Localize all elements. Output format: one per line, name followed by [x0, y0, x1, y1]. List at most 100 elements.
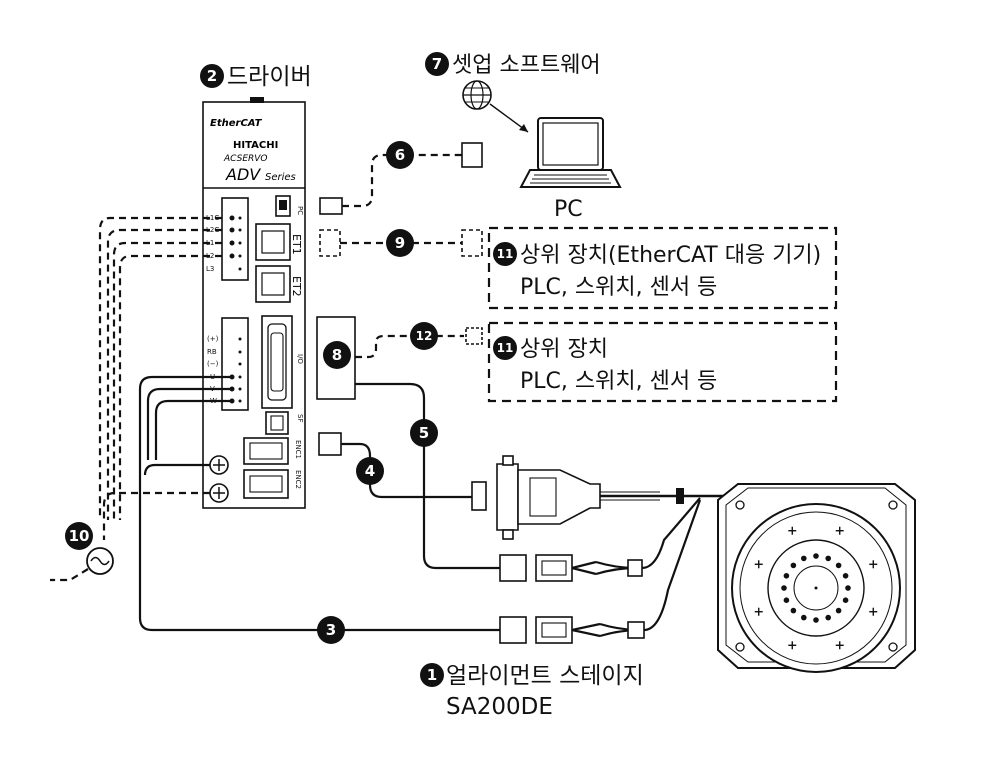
io-link: 12 [355, 322, 483, 359]
badge-11-io [493, 336, 517, 360]
enc1-port-label: ENC1 [294, 440, 302, 459]
stage-name-label: 얼라이먼트 스테이지 [446, 663, 644, 689]
setup-software-label: 셋업 소프트웨어 [452, 53, 601, 78]
usb-plug [319, 197, 343, 215]
mount-hole [801, 614, 807, 621]
pc-label: PC [554, 197, 583, 222]
badge-10 [65, 522, 93, 550]
mount-hole [790, 607, 797, 614]
mount-hole [790, 562, 797, 569]
host-io-subtitle: PLC, 스위치, 센서 등 [520, 369, 717, 394]
et-plug-left [319, 229, 341, 257]
laptop-icon [519, 117, 622, 188]
table-marks [754, 526, 878, 650]
badge-2 [200, 64, 224, 88]
et1-port [255, 223, 291, 261]
globe-icon [462, 80, 492, 110]
badge-9-number: 9 [395, 234, 405, 252]
power-wiring: 10 [50, 216, 222, 582]
stage-model-label: SA200DE [446, 694, 553, 720]
badge-8-number: 8 [332, 346, 342, 364]
mount-hole [813, 617, 819, 623]
io-connector-box [499, 554, 527, 582]
host-io-box: 11 상위 장치 PLC, 스위치, 센서 등 [487, 321, 838, 403]
io-port [261, 315, 293, 409]
host-ethercat-title: 상위 장치(EtherCAT 대응 기기) [520, 243, 821, 268]
terminal-label: L2C [206, 226, 219, 234]
ethercat-link: 9 [319, 229, 483, 257]
mount-hole [835, 562, 842, 569]
mount-hole [842, 573, 849, 579]
et2-label: ET2 [290, 276, 303, 297]
io-plug-right [465, 327, 483, 345]
motor-cable: 3 [138, 375, 702, 644]
mount-hole [825, 555, 831, 562]
motor-plug [535, 616, 573, 644]
mount-hole [783, 597, 790, 603]
badge-4 [356, 457, 384, 485]
badge-1-number: 1 [427, 666, 437, 684]
motor-connector-box [499, 616, 527, 644]
mount-hole [835, 607, 842, 614]
setup-software: 7 셋업 소프트웨어 PC [425, 52, 622, 222]
power-terminal-labels: L1C L2C L1 L2 L3 [206, 214, 219, 273]
badge-7-number: 7 [432, 55, 442, 73]
badge-10-number: 10 [69, 527, 90, 545]
motor-terminal-block [221, 317, 249, 411]
dsub-connector [496, 463, 519, 531]
badge-11-number: 11 [497, 341, 514, 355]
maker-label: HITACHI [233, 140, 278, 151]
encoder-cable: 4 [318, 432, 760, 540]
mount-hole [813, 553, 819, 559]
badge-6-number: 6 [395, 146, 405, 164]
io-port-label: I/O [296, 354, 304, 364]
badge-3 [317, 616, 345, 644]
terminal-label: L1C [206, 214, 219, 222]
sf-port-label: SF [296, 414, 304, 422]
badge-12-number: 12 [416, 329, 433, 343]
pc-usb-connector [461, 142, 483, 168]
pc-link: 6 [319, 141, 483, 215]
badge-9 [386, 229, 414, 257]
driver-label: 드라이버 [227, 64, 312, 90]
terminal-label: (−) [207, 360, 219, 368]
host-ethercat-box: 11 상위 장치(EtherCAT 대응 기기) PLC, 스위치, 센서 등 [487, 226, 838, 310]
terminal-label: L2 [206, 252, 214, 260]
badge-7 [425, 52, 449, 76]
enc-connector-box [318, 432, 342, 456]
et2-port [255, 265, 291, 303]
alignment-stage [717, 483, 916, 673]
mount-hole [825, 614, 831, 621]
badge-5 [410, 419, 438, 447]
power-terminal-block [221, 197, 249, 281]
pc-port-label: PC [296, 206, 304, 215]
badge-2-number: 2 [207, 67, 217, 85]
table-mount-holes [781, 553, 851, 623]
host-io-title: 상위 장치 [520, 337, 608, 362]
sensor-plug [535, 554, 573, 582]
io-cable: 8 5 [316, 316, 701, 582]
enc2-port-label: ENC2 [294, 470, 302, 489]
sf-port [265, 411, 289, 435]
ethercat-logo: EtherCAT [210, 118, 263, 129]
series-label: ADV [225, 165, 261, 184]
stage-caption: 1 얼라이먼트 스테이지 SA200DE [420, 663, 644, 720]
series-suffix-label: Series [265, 172, 296, 183]
driver-unit: EtherCAT HITACHI ACSERVO ADV Series L1C … [202, 97, 306, 509]
driver-caption: 2 드라이버 [200, 64, 312, 90]
product-label: ACSERVO [223, 154, 268, 164]
badge-8 [323, 341, 351, 369]
badge-11-ethercat [493, 242, 517, 266]
mount-hole [781, 585, 787, 591]
badge-11-number: 11 [497, 247, 514, 261]
badge-12 [410, 322, 438, 350]
badge-6 [386, 141, 414, 169]
et-plug-right [461, 229, 483, 257]
badge-4-number: 4 [365, 462, 375, 480]
terminal-label: RB [207, 348, 217, 356]
terminal-label: L1 [206, 239, 214, 247]
et1-label: ET1 [290, 234, 303, 255]
badge-5-number: 5 [419, 424, 429, 442]
